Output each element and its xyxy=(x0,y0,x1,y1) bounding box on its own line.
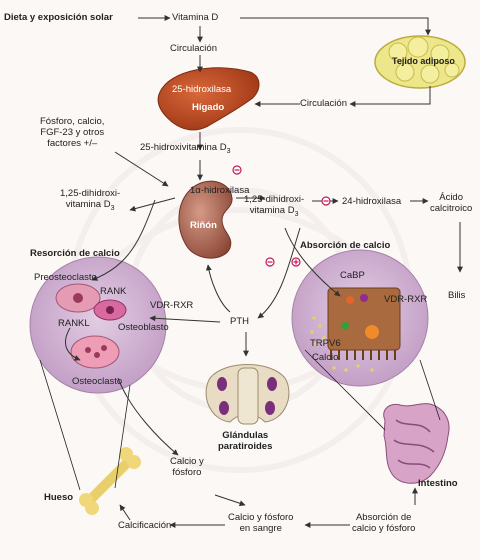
dihydroxy-right-label: 1,25-dihidroxi- vitamina D3 xyxy=(244,194,304,220)
osteoblast-label: Osteoblasto xyxy=(118,322,169,333)
parathyroid-illustration xyxy=(206,365,289,425)
calcification-label: Calcificación xyxy=(118,520,171,531)
hydroxylase24-label: 24-hidroxilasa xyxy=(342,196,401,207)
hydroxy-d3-label: 25-hidroxivitamina D3 xyxy=(140,142,231,157)
absorption-title: Absorción de calcio xyxy=(300,240,390,251)
trpv6-label: TRPV6 xyxy=(310,338,341,349)
calcium-label: Calcio xyxy=(312,352,338,363)
adipose-label: Tejido adiposo xyxy=(392,56,455,67)
pth-label: PTH xyxy=(230,316,249,327)
resorption-title: Resorción de calcio xyxy=(30,248,120,259)
rankl-label: RANKL xyxy=(58,318,90,329)
dihydroxy-left-label: 1,25-dihidroxi- vitamina D3 xyxy=(60,188,120,214)
circulation-top-label: Circulación xyxy=(170,43,217,54)
intestine-illustration xyxy=(384,404,449,484)
parathyroid-label: Glándulas paratiroides xyxy=(218,430,272,452)
osteoclast-label: Osteoclasto xyxy=(72,376,122,387)
kidney-enzyme-label: 1α-hidroxilasa xyxy=(190,185,249,196)
bone-label: Hueso xyxy=(44,492,73,503)
calcium-phosphorus-label: Calcio y fósforo xyxy=(170,456,204,478)
liver-illustration xyxy=(158,68,259,130)
vitamin-d-label: Vitamina D xyxy=(172,12,218,23)
kidney-label: Riñón xyxy=(190,220,217,231)
blood-label: Calcio y fósforo en sangre xyxy=(228,512,293,534)
vdr-rxr-right-label: VDR-RXR xyxy=(384,294,427,305)
vdr-rxr-left-label: VDR-RXR xyxy=(150,300,193,311)
osteoclast-cell xyxy=(71,336,119,368)
factors-label: Fósforo, calcio, FGF-23 y otros factores… xyxy=(40,116,104,149)
cabp-label: CaBP xyxy=(340,270,365,281)
rank-label: RANK xyxy=(100,286,126,297)
circulation-mid-label: Circulación xyxy=(300,98,347,109)
preosteoclast-label: Preosteoclasto xyxy=(34,272,97,283)
bone-illustration xyxy=(79,447,141,515)
intestine-label: Intestino xyxy=(418,478,458,489)
diet-label: Dieta y exposición solar xyxy=(4,12,113,23)
calcitroic-label: Ácido calcitroico xyxy=(430,192,472,214)
liver-label: Hígado xyxy=(192,102,224,113)
absorption-bottom-label: Absorción de calcio y fósforo xyxy=(352,512,415,534)
bile-label: Bilis xyxy=(448,290,465,301)
liver-enzyme-label: 25-hidroxilasa xyxy=(172,84,231,95)
